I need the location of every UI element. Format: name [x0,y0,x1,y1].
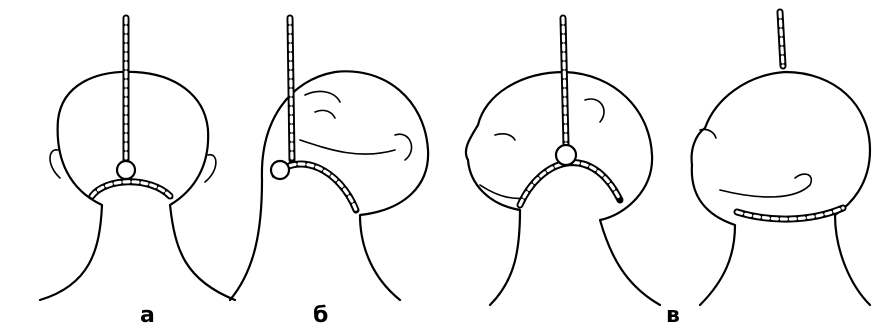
panel-label-a: а [140,305,155,327]
panel-c2-figure [692,12,870,305]
panel-c1-figure [466,18,660,305]
knot-icon [271,161,289,179]
knot-icon [556,145,576,165]
panel-a-figure [40,18,235,300]
panel-label-b: б [313,305,328,327]
knot-icon [117,161,135,179]
panel-label-c: в [666,305,680,327]
panel-b-figure [230,18,428,300]
